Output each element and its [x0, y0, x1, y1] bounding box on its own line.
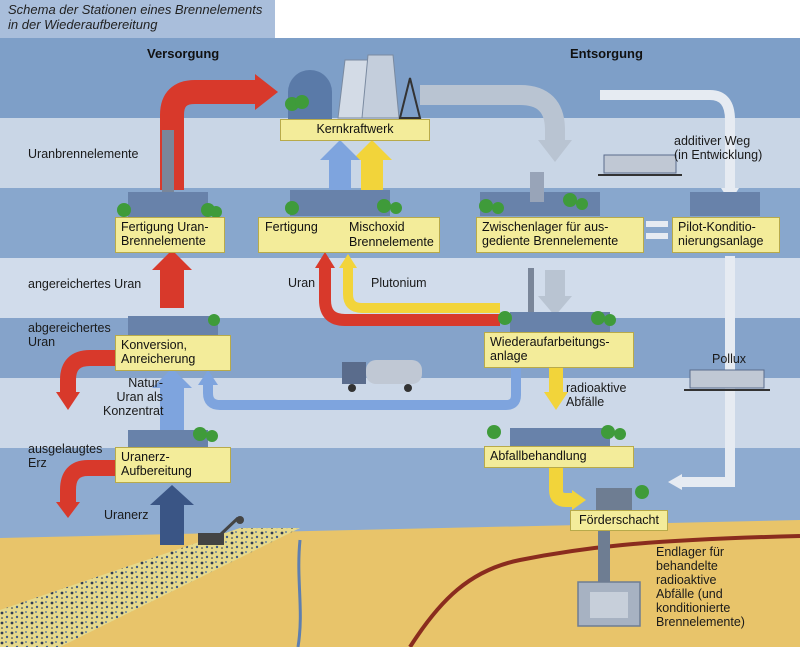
station-zwischenlager-line1: Zwischenlager für aus- [482, 220, 609, 234]
station-uranerz-line1: Uranerz- [121, 450, 170, 464]
diagram-title-line2: in der Wiederaufbereitung [8, 17, 158, 32]
station-fertigung-mox-line2: Mischoxid [349, 220, 405, 234]
station-kernkraftwerk: Kernkraftwerk [280, 119, 430, 141]
label-endlager-line2: behandelte [656, 559, 718, 573]
abfallbehandlung-building [510, 428, 610, 446]
diagram-title: Schema der Stationen eines Brennelements… [8, 2, 262, 32]
station-fertigung-uran: Fertigung Uran- Brennelemente [115, 217, 225, 253]
label-radioaktive-line2: Abfälle [566, 395, 605, 409]
label-abgereichertes-uran: abgereichertes Uran [28, 321, 111, 349]
station-konversion: Konversion, Anreicherung [115, 335, 231, 371]
tree-icons [117, 95, 649, 499]
label-abgereichertes-line2: Uran [28, 335, 56, 349]
label-radioaktive-abfaelle: radioaktive Abfälle [566, 381, 626, 409]
station-fertigung-mox-line1: Fertigung [265, 220, 318, 234]
label-endlager: Endlager für behandelte radioaktive Abfä… [656, 545, 745, 629]
station-konversion-line2: Anreicherung [121, 352, 196, 366]
blue-arrowheads [152, 140, 360, 388]
label-natururan: Natur- Uran als Konzentrat [103, 376, 163, 418]
label-ausgelaugtes-line2: Erz [28, 456, 47, 470]
diagram-title-line1: Schema der Stationen eines Brennelements [8, 2, 263, 17]
label-additiver-weg-line2: (in Entwicklung) [674, 148, 763, 162]
section-header-versorgung: Versorgung [147, 46, 220, 61]
uranerz-building [128, 430, 208, 448]
fertigung-uran-building [128, 130, 208, 218]
label-endlager-line3: radioaktive [656, 573, 717, 587]
foerderschacht-building [596, 488, 632, 512]
label-ausgelaugtes-line1: ausgelaugtes [28, 442, 103, 456]
label-radioaktive-line1: radioaktive [566, 381, 627, 395]
station-pilot-line2: nierungsanlage [678, 234, 764, 248]
pollux-wagon-icon [684, 369, 770, 391]
konversion-building [128, 316, 218, 336]
label-uranerz-text: Uranerz [104, 508, 149, 522]
station-uranerz-line2: Aufbereitung [121, 464, 192, 478]
pilot-building [690, 192, 760, 216]
blue-arrows [160, 160, 521, 430]
label-additiver-weg: additiver Weg (in Entwicklung) [674, 134, 762, 162]
label-endlager-line1: Endlager für [656, 545, 725, 559]
label-natururan-line3: Konzentrat [103, 404, 164, 418]
label-endlager-line4: Abfälle (und [656, 587, 723, 601]
station-fertigung-mox-line3: Brennelemente [349, 235, 434, 249]
label-plutonium: Plutonium [371, 276, 427, 290]
label-endlager-line5: konditionierte [656, 601, 731, 615]
station-zwischenlager: Zwischenlager für aus- gediente Brennele… [476, 217, 644, 253]
label-natururan-line2: Uran als [116, 390, 163, 404]
station-pilot-line1: Pilot-Konditio- [678, 220, 756, 234]
station-fertigung-mox: Fertigung Mischoxid Brennelemente [258, 217, 440, 253]
label-ausgelaugtes-erz: ausgelaugtes Erz [28, 442, 102, 470]
label-plutonium-text: Plutonium [371, 276, 427, 290]
label-uran-text: Uran [288, 276, 316, 290]
station-fertigung-uran-line1: Fertigung Uran- [121, 220, 209, 234]
station-kernkraftwerk-label: Kernkraftwerk [316, 122, 394, 136]
label-angereichertes-uran-text: angereichertes Uran [28, 277, 142, 291]
wiederaufarbeitung-building [510, 268, 610, 332]
fertigung-mox-building [290, 190, 390, 216]
rail-wagon-icon [598, 154, 682, 176]
section-header-entsorgung: Entsorgung [570, 46, 643, 61]
station-konversion-line1: Konversion, [121, 338, 188, 352]
label-uranbrennelemente-text: Uranbrennelemente [28, 147, 139, 161]
station-foerderschacht: Förderschacht [570, 510, 668, 531]
station-pilot-konditionierung: Pilot-Konditio- nierungsanlage [672, 217, 780, 253]
red-arrowheads [56, 74, 335, 518]
label-pollux: Pollux [712, 352, 746, 366]
yellow-arrowheads [339, 140, 586, 510]
station-wiederaufarbeitung-line1: Wiederaufarbeitungs- [490, 335, 610, 349]
yellow-arrows [343, 160, 572, 507]
excavator-icon [198, 516, 244, 545]
truck-icon [342, 360, 422, 392]
station-abfallbehandlung-label: Abfallbehandlung [490, 449, 587, 463]
station-uranerz-aufbereitung: Uranerz- Aufbereitung [115, 447, 231, 483]
station-zwischenlager-line2: gediente Brennelemente [482, 234, 619, 248]
endlager-structure [577, 526, 641, 627]
station-wiederaufarbeitung: Wiederaufarbeitungs- anlage [484, 332, 634, 368]
gray-arrows [420, 85, 735, 487]
red-arrows [60, 80, 500, 502]
label-angereichertes-uran: angereichertes Uran [28, 277, 141, 291]
label-pollux-text: Pollux [712, 352, 747, 366]
station-fertigung-uran-line2: Brennelemente [121, 234, 206, 248]
station-foerderschacht-label: Förderschacht [579, 513, 659, 527]
label-abgereichertes-line1: abgereichertes [28, 321, 111, 335]
label-natururan-line1: Natur- [128, 376, 163, 390]
uranerz-arrow [150, 485, 194, 545]
label-uranbrennelemente: Uranbrennelemente [28, 147, 139, 161]
label-additiver-weg-line1: additiver Weg [674, 134, 751, 148]
label-uran: Uran [288, 276, 315, 290]
station-wiederaufarbeitung-line2: anlage [490, 349, 528, 363]
station-abfallbehandlung: Abfallbehandlung [484, 446, 634, 468]
label-uranerz: Uranerz [104, 508, 148, 522]
gray-arrowheads [538, 140, 739, 490]
label-endlager-line6: Brennelemente) [656, 615, 745, 629]
